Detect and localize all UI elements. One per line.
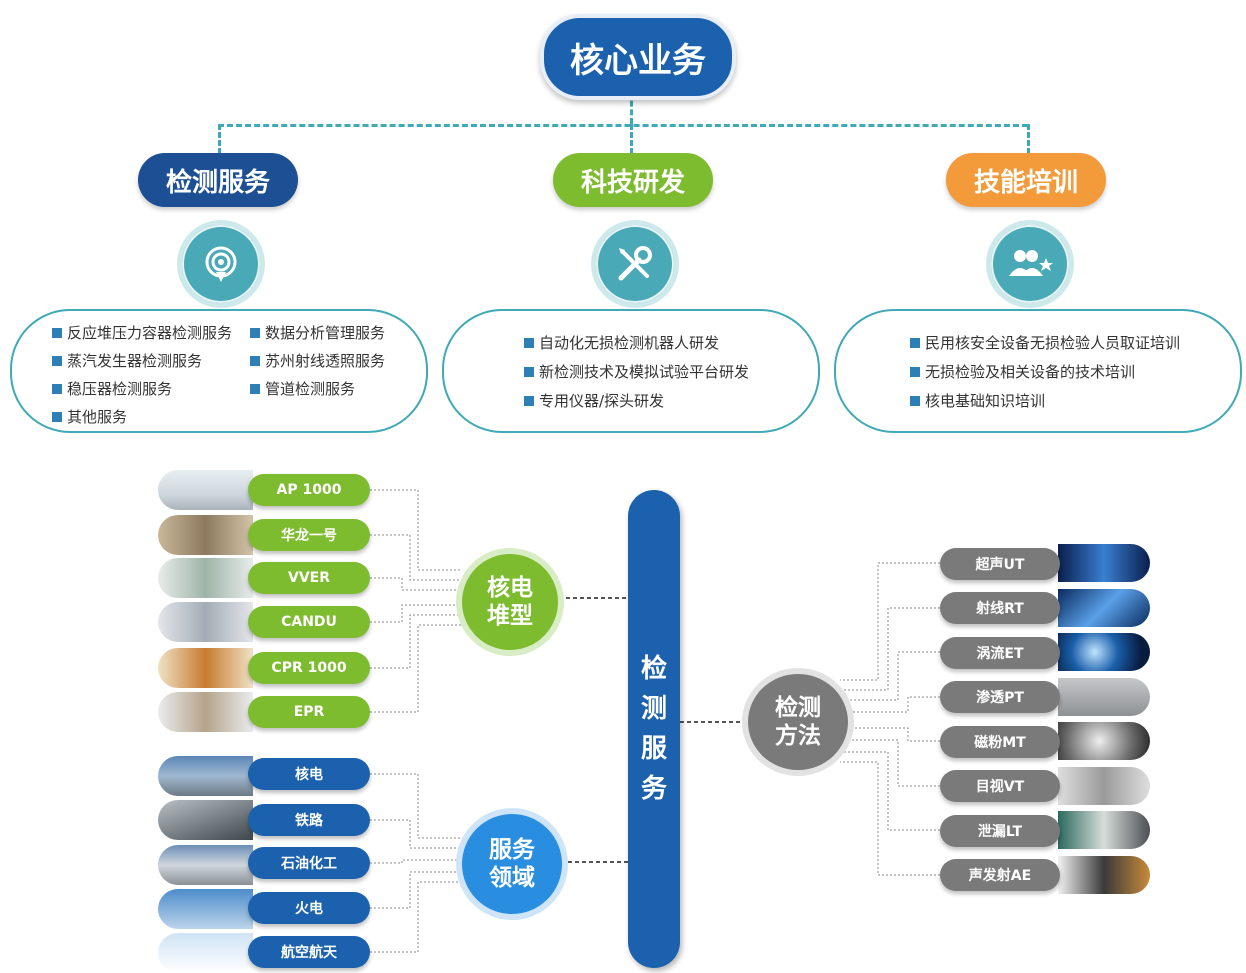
ear-sound-icon	[177, 220, 265, 308]
column-char: 测	[640, 694, 667, 724]
hub-label: 堆型	[487, 603, 533, 629]
method-tag: 磁粉MT	[940, 726, 1060, 758]
field-image	[158, 756, 253, 796]
reactor-image	[158, 692, 253, 732]
branch-inspection-text: 检测服务	[165, 167, 270, 198]
field-image	[158, 889, 253, 929]
field-tag: 火电	[248, 892, 370, 924]
core-title-text: 核心业务	[570, 40, 706, 81]
method-tag: 渗透PT	[940, 681, 1060, 713]
list-item: 稳压器检测服务	[52, 378, 172, 399]
column-char: 务	[640, 774, 667, 804]
method-tag: 泄漏LT	[940, 815, 1060, 847]
method-tag: 涡流ET	[940, 637, 1060, 669]
method-image	[1058, 811, 1150, 849]
method-tag: 超声UT	[940, 548, 1060, 580]
field-image	[158, 845, 253, 885]
reactor-tag: 华龙一号	[248, 519, 370, 551]
list-item: 苏州射线透照服务	[250, 350, 385, 371]
service-field-hub: 服务 领域	[456, 808, 568, 920]
reactor-tag: VVER	[248, 562, 370, 594]
field-image	[158, 933, 253, 973]
field-image	[158, 800, 253, 840]
rnd-box	[442, 309, 820, 433]
branch-training-title: 技能培训	[946, 153, 1106, 207]
method-image	[1058, 678, 1150, 716]
list-item: 民用核安全设备无损检验人员取证培训	[910, 332, 1180, 353]
list-item: 其他服务	[52, 406, 127, 427]
method-image	[1058, 589, 1150, 627]
list-item: 蒸汽发生器检测服务	[52, 350, 202, 371]
branch-inspection-title: 检测服务	[138, 153, 298, 207]
branch-rnd-title: 科技研发	[553, 153, 713, 207]
reactor-tag: EPR	[248, 696, 370, 728]
list-item: 核电基础知识培训	[910, 390, 1045, 411]
method-image	[1058, 544, 1150, 582]
people-star-icon	[986, 220, 1074, 308]
field-tag: 铁路	[248, 804, 370, 836]
inspection-services-box	[10, 309, 428, 433]
core-business-title: 核心业务	[540, 14, 736, 100]
method-image	[1058, 633, 1150, 671]
list-item: 管道检测服务	[250, 378, 355, 399]
reactor-type-hub: 核电 堆型	[456, 548, 564, 656]
reactor-image	[158, 648, 253, 688]
list-item: 自动化无损检测机器人研发	[524, 332, 719, 353]
list-item: 反应堆压力容器检测服务	[52, 322, 232, 343]
branch-training-text: 技能培训	[973, 167, 1078, 198]
hub-label: 服务	[489, 837, 535, 863]
list-item: 数据分析管理服务	[250, 322, 385, 343]
method-hub: 检测 方法	[742, 668, 854, 776]
list-item: 无损检验及相关设备的技术培训	[910, 361, 1135, 382]
hub-label: 领域	[489, 865, 535, 891]
reactor-tag: CANDU	[248, 606, 370, 638]
tools-icon	[591, 220, 679, 308]
hub-label: 方法	[775, 723, 821, 749]
list-item: 新检测技术及模拟试验平台研发	[524, 361, 749, 382]
hub-label: 核电	[487, 575, 533, 601]
method-image	[1058, 767, 1150, 805]
reactor-image	[158, 558, 253, 598]
field-tag: 核电	[248, 758, 370, 790]
reactor-image	[158, 515, 253, 555]
list-item: 专用仪器/探头研发	[524, 390, 664, 411]
method-tag: 射线RT	[940, 592, 1060, 624]
column-char: 检	[640, 654, 667, 684]
reactor-tag: AP 1000	[248, 474, 370, 506]
method-tag: 目视VT	[940, 770, 1060, 802]
field-tag: 航空航天	[248, 936, 370, 968]
center-column-inspection-service: 检 测 服 务	[628, 490, 680, 968]
column-char: 服	[640, 734, 667, 764]
method-image	[1058, 722, 1150, 760]
training-box	[834, 309, 1242, 433]
reactor-tag: CPR 1000	[248, 652, 370, 684]
branch-rnd-text: 科技研发	[580, 167, 685, 198]
reactor-image	[158, 602, 253, 642]
reactor-image	[158, 470, 253, 510]
method-tag: 声发射AE	[940, 859, 1060, 891]
hub-label: 检测	[775, 695, 821, 721]
field-tag: 石油化工	[248, 847, 370, 879]
method-image	[1058, 856, 1150, 894]
